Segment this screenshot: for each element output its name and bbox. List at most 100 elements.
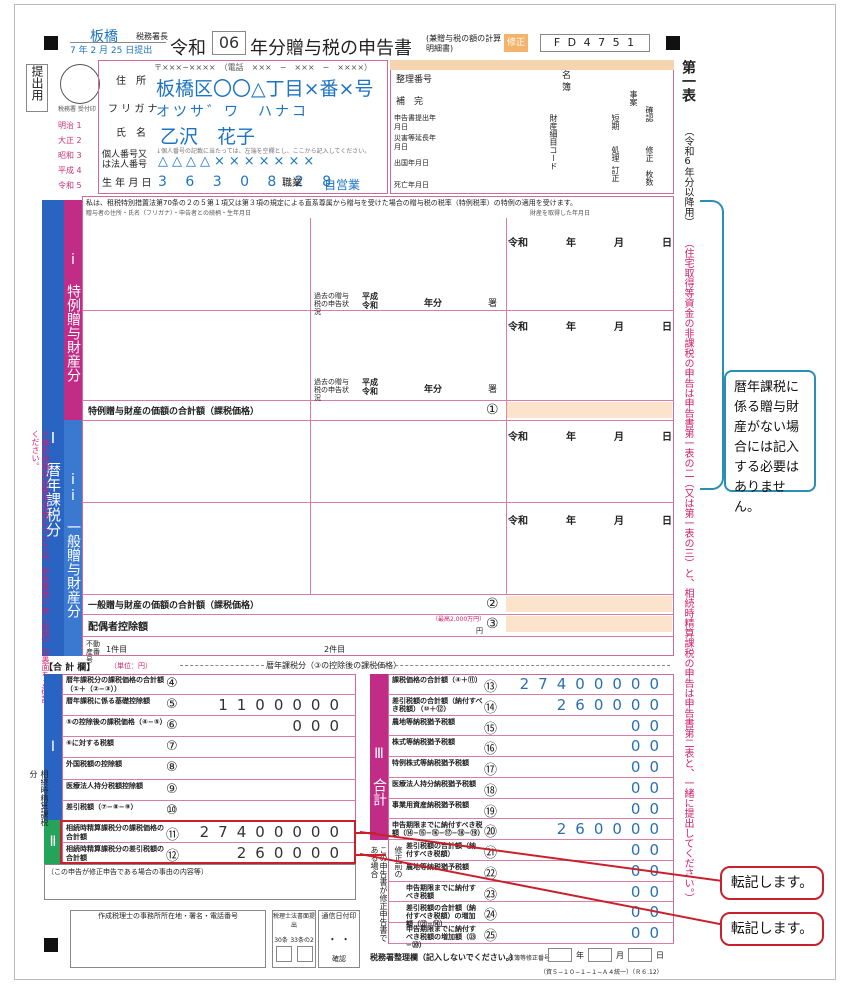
spouse-label: 配偶者控除額 xyxy=(88,622,148,633)
address-value[interactable]: 板橋区〇〇△丁目×番×号 xyxy=(156,78,374,100)
summary-row-value[interactable]: 00 xyxy=(630,716,668,735)
address-label: 住 所 xyxy=(116,76,146,87)
section1-bar: Ⅰ 暦年課税分 xyxy=(42,200,64,656)
ref-no-label: 整理番号 xyxy=(396,75,433,85)
property-second: 2件目 xyxy=(324,645,346,654)
c33-check[interactable] xyxy=(296,946,313,962)
arrow-line-1 xyxy=(359,831,730,883)
summary-row-value[interactable]: 1100000 xyxy=(218,696,348,715)
summary-row-label: 申告期限までに納付すべき税額 xyxy=(406,883,476,900)
summary-row-left: 暦年課税分の課税価格の合計額（①＋（②−③））④ xyxy=(62,674,356,696)
name-label: 氏 名 xyxy=(116,128,146,139)
c30-check[interactable] xyxy=(275,946,292,962)
amend-reason-box[interactable]: （この申告が修正申告である場合の事由の内容等） xyxy=(44,864,356,900)
summary-row-left: 外国税額の控除額 ⑧ xyxy=(62,758,356,780)
era-heisei[interactable]: 平成 4 xyxy=(58,166,82,175)
col-confirm: 確認 xyxy=(645,106,654,122)
summary-row-label: 暦年課税分の課税価格の合計額（①＋（②−③）） xyxy=(66,676,164,693)
era-meiji[interactable]: 明治 1 xyxy=(58,121,82,130)
summary-row-number: ⑱ xyxy=(484,783,498,799)
era-reiwa[interactable]: 令和 5 xyxy=(58,181,82,190)
registration-mark xyxy=(666,36,680,50)
era-taisho[interactable]: 大正 2 xyxy=(58,136,82,145)
special-total-field[interactable] xyxy=(506,402,672,418)
summary-row-value[interactable]: 27400000 xyxy=(199,822,348,841)
title-year[interactable]: 06 xyxy=(212,31,246,55)
summary-row-label: 暦年課税に係る基礎控除額 xyxy=(66,697,150,706)
num-2: ② xyxy=(486,596,499,612)
summary-row-label: 申告期限までに納付すべき税額の増加額（㉓−⑳） xyxy=(406,925,476,950)
applicant-block xyxy=(98,60,388,194)
summary-row-label: 外国税額の控除額 xyxy=(66,760,122,769)
past-status: 過去の贈与税の申告状況 xyxy=(314,292,349,316)
summary-row-value[interactable]: 260000 xyxy=(236,843,348,862)
summary-row-value[interactable]: 00 xyxy=(630,841,668,860)
registration-mark xyxy=(44,36,58,50)
general-total-field[interactable] xyxy=(506,596,672,612)
summary-row-value[interactable]: 27400000 xyxy=(519,675,668,693)
summary-row-value[interactable]: 00 xyxy=(630,799,668,818)
special-total-label: 特例贈与財産の価額の合計額（課税価格） xyxy=(88,407,260,417)
date-row[interactable]: 令和年月日 xyxy=(508,322,672,333)
summary-row-number: ⑮ xyxy=(484,721,498,737)
preparer-box[interactable]: 作成税理士の事務所所在地・署名・電話番号 xyxy=(70,910,266,968)
summary-row-number: ⑩ xyxy=(166,802,178,818)
period-label: （令和6年分以降用） xyxy=(682,126,693,227)
ymd-fields[interactable]: 年 月 日 xyxy=(548,948,674,962)
settlement-label: 相続時精算課税分 xyxy=(29,770,49,826)
past-era[interactable]: 平成 令和 xyxy=(362,378,378,396)
summary-row-label: 農地等納税猶予税額 xyxy=(392,717,455,726)
office-no-label: 税務署整理欄（記入しないでください。） xyxy=(370,953,518,962)
special-bar: i 特例贈与財産分 xyxy=(64,200,82,420)
name-value[interactable]: 乙沢 花子 xyxy=(160,126,256,148)
past-era[interactable]: 平成 令和 xyxy=(362,292,378,310)
summary-row-value[interactable]: 000 xyxy=(292,717,348,736)
birth-value[interactable]: 3 6 3 0 8 2 8 xyxy=(158,174,339,190)
num-3: ③ xyxy=(486,616,499,632)
summary-row-label: 株式等納税猶予税額 xyxy=(392,738,455,747)
col-asset: 財産を取得した年月日 xyxy=(530,210,591,217)
arrow-svg xyxy=(359,831,730,927)
id-value[interactable]: △△△△××××××× xyxy=(158,154,319,169)
summary-row-number: ⑰ xyxy=(484,763,498,779)
kana-value[interactable]: オツサ゛ワ ハナコ xyxy=(156,104,309,120)
spouse-note: （最高2,000万円） xyxy=(432,616,486,623)
summary-row-number: ⑦ xyxy=(166,739,178,755)
era-showa[interactable]: 昭和 3 xyxy=(58,151,82,160)
era-list: 明治 1 大正 2 昭和 3 平成 4 令和 5 xyxy=(58,118,102,193)
title-prefix: 令和 xyxy=(170,38,206,59)
date-row[interactable]: 令和年月日 xyxy=(508,238,672,249)
tax-law-label: 税理士法書面提出 xyxy=(273,913,316,929)
asset-code-label: 財産細目コード xyxy=(549,114,558,170)
summary-row-value[interactable]: 260000 xyxy=(556,695,668,714)
postal-phone[interactable]: 〒×××−×××× （電話 ××× − ××× − ××××） xyxy=(154,63,373,72)
spouse-field[interactable] xyxy=(506,616,672,632)
summary-header: 【合 計 欄】 xyxy=(44,663,96,673)
summary-row-value[interactable]: 00 xyxy=(630,737,668,756)
summary-row-label: 課税価格の合計額（④＋⑪） xyxy=(392,676,482,684)
job-value[interactable]: 自営業 xyxy=(324,178,361,192)
date-row[interactable]: 令和年月日 xyxy=(508,516,672,527)
form-title: 年分贈与税の申告書 xyxy=(250,38,412,59)
summary-row-number: ⑧ xyxy=(166,760,178,776)
summary-row-number: ㉓ xyxy=(484,887,498,903)
summary-row-value[interactable]: 00 xyxy=(630,924,668,943)
date-row[interactable]: 令和年月日 xyxy=(508,432,672,443)
ref-name-label: 名簿 xyxy=(562,71,572,93)
summary-row-value[interactable]: 00 xyxy=(630,758,668,777)
summary-row-value[interactable]: 00 xyxy=(630,778,668,797)
row-divider xyxy=(82,310,674,311)
summary-row-value[interactable]: 260000 xyxy=(556,820,668,839)
summary-row-value[interactable]: 00 xyxy=(630,882,668,901)
right-note: （住宅取得等資金の非課税の申告は申告書第一表の二（又は第一表の三）と、相続時精算… xyxy=(682,238,693,903)
summary-bar-1: Ⅰ xyxy=(44,674,62,820)
summary-row-label: 医療法人持分税額控除額 xyxy=(66,781,143,790)
general-bar: ii 一般贈与財産分 xyxy=(64,420,82,656)
summary-row-number: ⑨ xyxy=(166,781,178,797)
stamp-label: 税務署 受付印 xyxy=(58,106,96,113)
